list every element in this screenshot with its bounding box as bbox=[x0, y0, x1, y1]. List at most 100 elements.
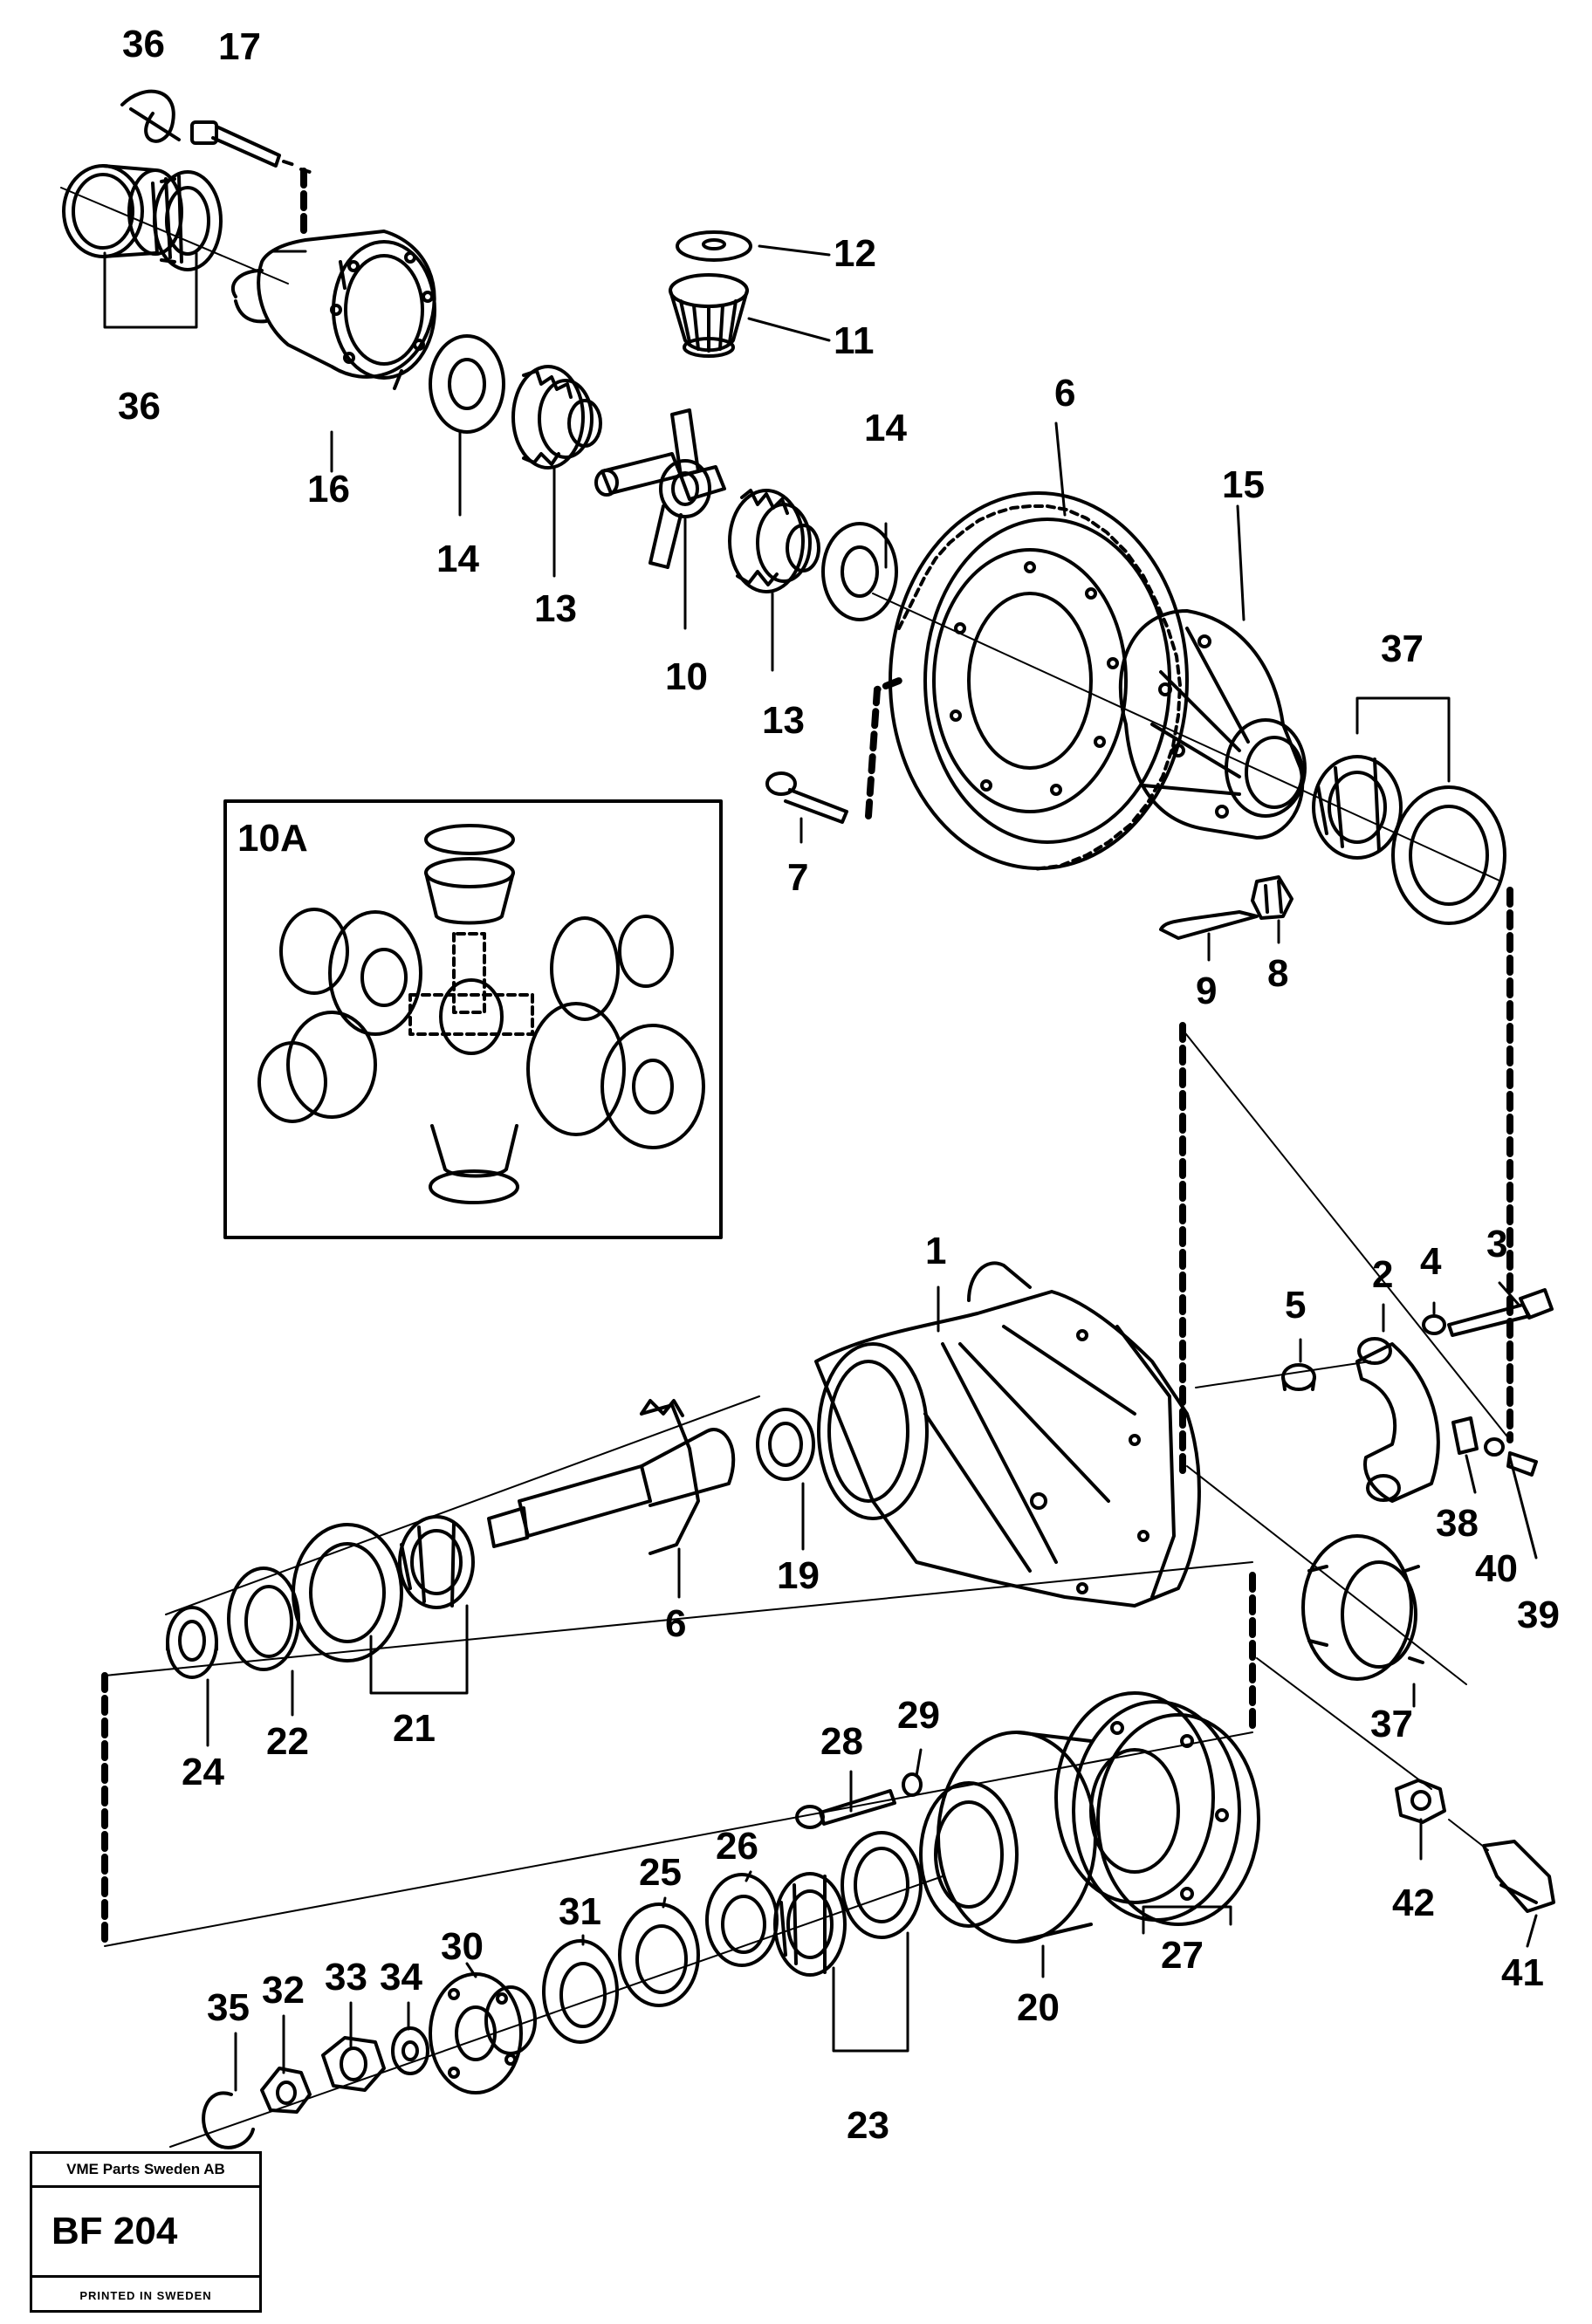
part-28-bolt bbox=[795, 1789, 896, 1829]
axis-37 bbox=[1186, 1465, 1467, 1685]
part-40-washer bbox=[1484, 1437, 1505, 1457]
part-39-bolt bbox=[1506, 1451, 1538, 1477]
inset-label: 10A bbox=[237, 817, 308, 860]
part-34-washer bbox=[391, 2026, 429, 2075]
callout-9: 9 bbox=[1196, 970, 1217, 1012]
callout-40: 40 bbox=[1475, 1547, 1518, 1590]
part-31-dust-cover bbox=[542, 1939, 619, 2044]
callout-23: 23 bbox=[847, 2104, 889, 2147]
part-35-circlip bbox=[202, 2091, 255, 2149]
part-15-carrier bbox=[1118, 609, 1307, 840]
company-name: VME Parts Sweden AB bbox=[32, 2154, 259, 2188]
leader-7 bbox=[865, 677, 902, 819]
part-36-bearing-right bbox=[1312, 755, 1506, 925]
callout-20: 20 bbox=[1017, 1986, 1060, 2029]
leader-1-diag bbox=[1182, 1029, 1511, 1441]
callout-16: 16 bbox=[307, 468, 350, 511]
callout-17: 17 bbox=[218, 25, 261, 68]
callout-29: 29 bbox=[897, 1694, 940, 1737]
callout-28: 28 bbox=[820, 1720, 863, 1763]
part-22-seal bbox=[227, 1566, 300, 1671]
part-20-bearing-housing bbox=[919, 1731, 1097, 1944]
callout-14a: 14 bbox=[436, 538, 479, 580]
part-25-seal bbox=[618, 1902, 700, 2007]
part-26-seal bbox=[705, 1873, 779, 1967]
part-13-side-gear-a bbox=[511, 365, 602, 470]
callout-38: 38 bbox=[1436, 1502, 1479, 1545]
callout-2: 2 bbox=[1372, 1253, 1393, 1296]
title-block: VME Parts Sweden AB BF 204 PRINTED IN SW… bbox=[30, 2151, 262, 2313]
callout-36a: 36 bbox=[118, 385, 161, 428]
callout-21: 21 bbox=[393, 1707, 436, 1750]
part-4-washer bbox=[1422, 1314, 1446, 1335]
part-14-washer-a bbox=[429, 334, 505, 434]
callout-7: 7 bbox=[787, 856, 808, 899]
part-7-bolt bbox=[765, 771, 848, 824]
part-2-clamp bbox=[1355, 1337, 1440, 1503]
part-3-bolt bbox=[1447, 1288, 1554, 1337]
callout-8: 8 bbox=[1267, 952, 1288, 995]
part-29-washer bbox=[902, 1772, 923, 1797]
callout-31: 31 bbox=[559, 1890, 601, 1933]
callout-24: 24 bbox=[182, 1751, 224, 1793]
part-41-breather bbox=[1482, 1840, 1555, 1913]
callout-15: 15 bbox=[1222, 463, 1265, 506]
part-14-washer-b bbox=[821, 522, 898, 621]
part-19-pilot-bearing bbox=[756, 1408, 815, 1481]
callout-5: 5 bbox=[1285, 1284, 1306, 1327]
printed-note: PRINTED IN SWEDEN bbox=[79, 2288, 212, 2302]
axis-line-top bbox=[60, 187, 289, 285]
part-12-washer bbox=[676, 230, 752, 262]
axis-line-mid bbox=[872, 593, 1502, 882]
figure-code: BF 204 bbox=[32, 2188, 259, 2278]
callout-3: 3 bbox=[1486, 1223, 1507, 1265]
axis-flange bbox=[169, 1875, 944, 2148]
part-6-pinion-shaft bbox=[487, 1399, 736, 1555]
callout-12: 12 bbox=[834, 232, 876, 275]
callout-37: 37 bbox=[1370, 1703, 1413, 1745]
part-17-bolt bbox=[190, 120, 314, 175]
callout-numbers: 36 17 12 11 36 16 14 14 13 10 13 6 15 37… bbox=[118, 23, 1560, 2147]
part-6-crown-wheel bbox=[889, 491, 1189, 871]
callout-leaders bbox=[103, 244, 1538, 2092]
part-24-spacer bbox=[166, 1606, 218, 1679]
part-11-pinion bbox=[669, 273, 749, 358]
part-27-shims bbox=[1054, 1691, 1260, 1926]
callout-19: 19 bbox=[777, 1554, 820, 1597]
callout-1: 1 bbox=[925, 1230, 946, 1272]
part-1-axle-housing bbox=[814, 1261, 1201, 1608]
part-16-diff-case bbox=[230, 230, 436, 390]
callout-39: 39 bbox=[1517, 1594, 1560, 1636]
part-42-nut bbox=[1395, 1779, 1446, 1824]
callout-22: 22 bbox=[266, 1720, 309, 1763]
callout-25: 25 bbox=[639, 1851, 682, 1894]
callout-13b: 13 bbox=[762, 699, 805, 742]
callout-10: 10 bbox=[665, 655, 708, 698]
callout-42: 42 bbox=[1392, 1882, 1435, 1924]
part-13-side-gear-b bbox=[728, 489, 820, 593]
callout-36b: 37 bbox=[1381, 627, 1424, 670]
callout-30: 30 bbox=[441, 1925, 484, 1968]
part-37-adjusting-ring bbox=[1301, 1534, 1424, 1681]
callout-4: 4 bbox=[1420, 1240, 1442, 1283]
frame-bottom bbox=[104, 1731, 1253, 1947]
callout-33: 33 bbox=[325, 1956, 367, 1998]
callout-34: 34 bbox=[380, 1956, 422, 1998]
inset-10A-exploded bbox=[257, 824, 705, 1204]
part-30-flange bbox=[429, 1972, 537, 2094]
part-5-bushing bbox=[1281, 1363, 1316, 1391]
part-38-lock-plate bbox=[1451, 1416, 1479, 1455]
callout-27: 27 bbox=[1161, 1934, 1204, 1977]
axis-pinion bbox=[165, 1395, 760, 1615]
part-9-cotter-pin bbox=[1159, 910, 1259, 940]
callout-32: 32 bbox=[262, 1969, 305, 2012]
part-32-lock-washer bbox=[260, 2067, 312, 2114]
callout-35: 35 bbox=[207, 1986, 250, 2029]
callout-14b: 14 bbox=[864, 407, 907, 449]
part-10-spider bbox=[594, 408, 726, 569]
inset-frame bbox=[223, 799, 723, 1239]
callout-11: 11 bbox=[834, 319, 875, 362]
callout-41: 41 bbox=[1501, 1951, 1544, 1994]
axis-42 bbox=[1256, 1657, 1432, 1790]
